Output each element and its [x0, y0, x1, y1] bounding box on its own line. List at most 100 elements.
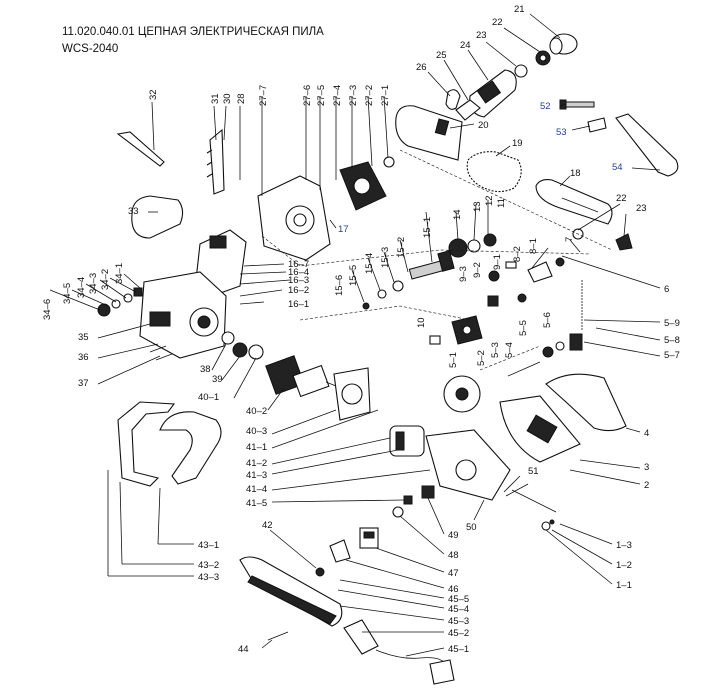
part-46	[329, 539, 351, 563]
part-22-nut	[535, 50, 551, 66]
part-3-cover	[499, 395, 581, 463]
part-27-housing	[257, 175, 331, 261]
part-21-cap	[549, 33, 578, 55]
part-12	[483, 233, 497, 247]
label-11: 11	[496, 198, 507, 208]
part-45-rear-handle	[239, 556, 343, 627]
label-42: 42	[262, 520, 273, 531]
label-27-3: 27–3	[348, 85, 359, 106]
part-40-2-armature	[265, 355, 337, 398]
part-4-guard	[545, 373, 627, 432]
label-8-2: 8–2	[512, 246, 523, 262]
label-34-3: 34–3	[88, 273, 99, 294]
label-45-4: 45–4	[448, 604, 469, 615]
part-5-shaft	[507, 333, 583, 377]
part-18-guide-bar	[535, 179, 613, 225]
label-1-2: 1–2	[616, 560, 632, 571]
label-41-3: 41–3	[246, 470, 267, 481]
part-35-gear-housing	[139, 271, 227, 359]
label-5-3: 5–3	[490, 342, 501, 358]
part-38-bearing	[221, 331, 235, 345]
leader-lines	[49, 13, 661, 657]
label-38: 38	[200, 364, 211, 375]
label-7: 7	[564, 237, 575, 242]
label-41-2: 41–2	[246, 458, 267, 469]
label-44: 44	[238, 644, 249, 655]
label-5-4: 5–4	[504, 342, 515, 358]
part-8-1	[527, 261, 553, 283]
label-5-2: 5–2	[476, 350, 487, 366]
part-47-switch	[359, 527, 379, 549]
part-10-clamp	[451, 315, 483, 345]
label-5-9: 5–9	[664, 318, 680, 329]
part-41-5	[403, 495, 413, 505]
diagram-title: 11.020.040.01 ЦЕПНАЯ ЭЛЕКТРИЧЕСКАЯ ПИЛА	[62, 26, 324, 38]
part-27-1	[383, 156, 395, 168]
part-27-3-plate	[339, 161, 387, 211]
label-45-3: 45–3	[448, 616, 469, 627]
label-45-5: 45–5	[448, 594, 469, 605]
label-5-7: 5–7	[664, 350, 680, 361]
label-36: 36	[78, 352, 89, 363]
part-32-strap	[116, 131, 165, 167]
part-19-chain	[466, 151, 522, 193]
label-15-4: 15–4	[364, 253, 375, 274]
label-16-3: 16–3	[288, 275, 309, 286]
label-34-1: 34–1	[114, 263, 125, 284]
label-31: 31	[210, 93, 221, 104]
label-40-3: 40–3	[246, 426, 267, 437]
part-52-bolt	[559, 99, 595, 110]
label-27-7: 27–7	[258, 85, 269, 106]
part-23-knob	[615, 233, 633, 251]
part-48	[392, 506, 404, 518]
label-16-4: 16–4	[288, 267, 309, 278]
label-43-2: 43–2	[198, 560, 219, 571]
part-37-screws	[149, 345, 173, 361]
label-26: 26	[416, 62, 427, 73]
label-45-1: 45–1	[448, 644, 469, 655]
part-11	[429, 335, 441, 345]
label-16-2: 16–2	[288, 285, 309, 296]
label-14: 14	[452, 209, 463, 220]
label-27-1: 27–1	[380, 85, 391, 106]
label-9-3: 9–3	[458, 266, 469, 282]
label-8-1: 8–1	[528, 238, 539, 254]
label-49: 49	[448, 530, 459, 541]
label-9-1: 9–1	[492, 254, 503, 270]
label-3: 3	[644, 462, 649, 473]
part-54-wrench	[615, 113, 679, 177]
label-34-4: 34–4	[76, 277, 87, 298]
label-17: 17	[338, 224, 349, 235]
label-41-4: 41–4	[246, 484, 267, 495]
part-33-cover	[131, 195, 184, 239]
part-44-screw	[267, 631, 289, 641]
part-14-gear	[448, 238, 468, 258]
part-5-fan	[443, 375, 481, 413]
label-27-4: 27–4	[332, 85, 343, 106]
part-42	[315, 567, 325, 577]
label-27-2: 27–2	[364, 85, 375, 106]
dashed-alignment-lines	[261, 149, 613, 371]
part-34-set	[97, 287, 143, 317]
part-25	[455, 99, 481, 121]
label-15-5: 15–5	[348, 265, 359, 286]
label-24: 24	[460, 40, 471, 51]
part-51	[505, 483, 529, 497]
label-54: 54	[612, 162, 623, 173]
part-39-bearing	[232, 342, 248, 358]
label-35: 35	[78, 332, 89, 343]
label-22: 22	[492, 17, 503, 28]
label-40-2: 40–2	[246, 406, 267, 417]
part-45-2-relief	[343, 619, 379, 655]
label-5-6: 5–6	[542, 312, 553, 328]
part-43-front-handle	[117, 401, 222, 487]
label-15-6: 15–6	[334, 275, 345, 296]
label-32: 32	[148, 89, 159, 100]
label-34-2: 34–2	[100, 269, 111, 290]
part-15-4-washer	[392, 280, 404, 292]
label-47: 47	[448, 568, 459, 579]
part-41-4-motor-housing	[425, 429, 511, 501]
label-23: 23	[476, 30, 487, 41]
label-53: 53	[556, 127, 567, 138]
label-21: 21	[514, 4, 525, 15]
